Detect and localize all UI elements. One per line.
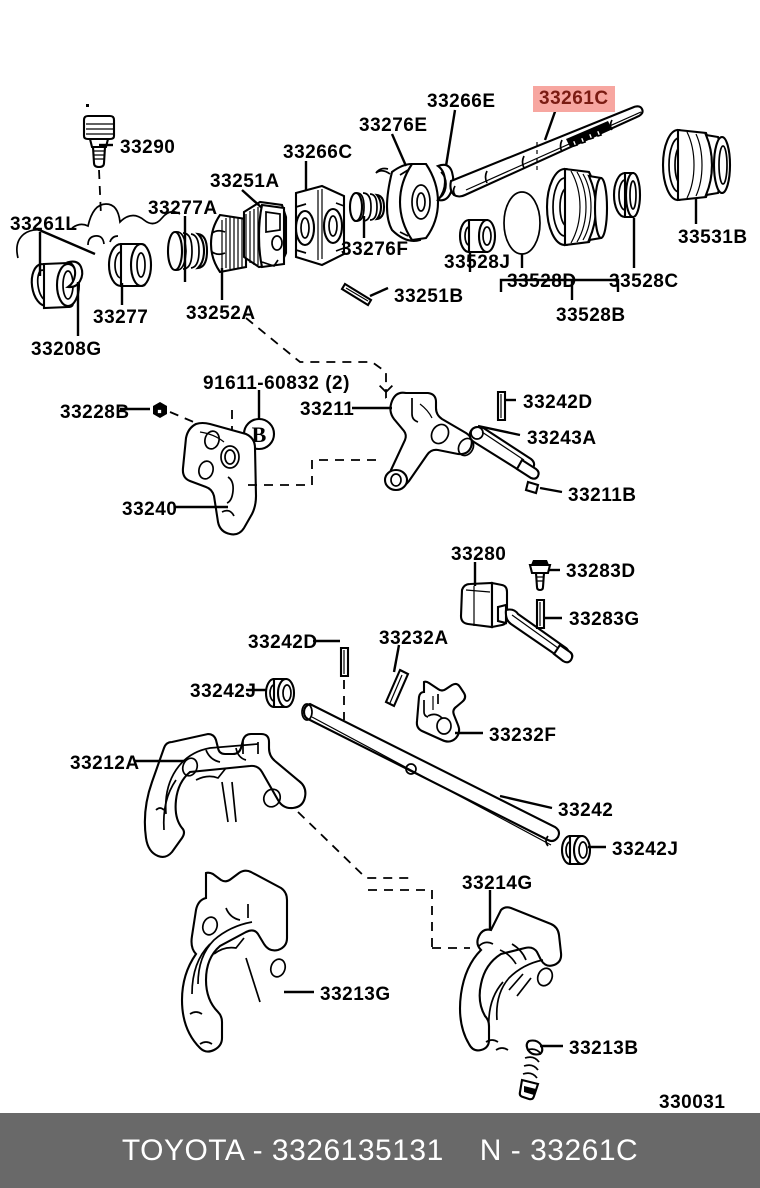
callout-33283d[interactable]: 33283D (566, 561, 636, 582)
part-33283D-shape (528, 560, 552, 592)
part-33528B-shape (545, 167, 609, 247)
part-33266C-shape (294, 184, 346, 267)
callout-33214g[interactable]: 33214G (462, 873, 533, 894)
part-33232F-shape (415, 680, 467, 743)
callout-33531b[interactable]: 33531B (678, 227, 748, 248)
leader-dash-33240-33211 (248, 459, 382, 486)
diagram-code: 330031 (659, 1092, 726, 1113)
callout-33528c[interactable]: 33528C (609, 271, 679, 292)
footer-bar: TOYOTA - 3326135131 N - 33261C (0, 1113, 760, 1188)
part-33266E-shape (435, 163, 455, 202)
callout-33528d[interactable]: 33528D (507, 271, 577, 292)
svg-text:B: B (252, 422, 267, 447)
callout-33251b[interactable]: 33251B (394, 286, 464, 307)
part-33277A-shape (166, 230, 209, 272)
callout-33211[interactable]: 33211 (300, 399, 355, 420)
callout-33528b[interactable]: 33528B (556, 305, 626, 326)
callout-33266c[interactable]: 33266C (283, 142, 353, 163)
part-33280-shape (459, 581, 574, 664)
leader-dash-33228B (169, 411, 197, 424)
part-33251B-shape (340, 282, 373, 307)
part-33232A-shape (384, 668, 410, 708)
part-33290-shape (82, 104, 116, 169)
part-33528J-shape (458, 218, 497, 254)
callout-33528j[interactable]: 33528J (444, 252, 511, 273)
part-33208G-shape (65, 260, 84, 289)
part-33213B-shape (518, 1039, 544, 1101)
callout-33280[interactable]: 33280 (451, 544, 507, 565)
part-33531B-shape (661, 128, 732, 202)
part-33243A-shape (468, 425, 540, 480)
callout-33276f[interactable]: 33276F (341, 239, 409, 260)
callout-33261l[interactable]: 33261L (10, 214, 78, 235)
footer-part-number: N - 33261C (479, 1133, 639, 1167)
part-33213G-shape (180, 869, 289, 1053)
footer-brand-part: TOYOTA - 3326135131 (121, 1133, 444, 1167)
callout-33242j[interactable]: 33242J (612, 839, 679, 860)
part-33276F-shape (348, 191, 386, 223)
callout-33240[interactable]: 33240 (122, 499, 178, 520)
part-33251A-shape (242, 200, 288, 269)
callout-33232a[interactable]: 33232A (379, 628, 449, 649)
callout-33242j[interactable]: 33242J (190, 681, 257, 702)
callout-33242d[interactable]: 33242D (523, 392, 593, 413)
part-33228B-shape (153, 402, 167, 418)
callout-33208g[interactable]: 33208G (31, 339, 102, 360)
callout-33212a[interactable]: 33212A (70, 753, 140, 774)
part-33240-shape (181, 421, 258, 536)
callout-33266e[interactable]: 33266E (427, 91, 496, 112)
callout-33243a[interactable]: 33243A (527, 428, 597, 449)
leader-dash-33290 (98, 169, 102, 217)
part-33242-shape (301, 702, 561, 847)
part-33242D-a-shape (496, 390, 507, 422)
leader-dash-33252A (245, 317, 397, 409)
callout-33283g[interactable]: 33283G (569, 609, 640, 630)
callout-33276e[interactable]: 33276E (359, 115, 428, 136)
leader-lines (36, 105, 698, 1048)
part-33261L-shape (16, 228, 81, 310)
part-33528D-shape (503, 191, 541, 255)
callout-33251a[interactable]: 33251A (210, 171, 280, 192)
callout-33242d[interactable]: 33242D (248, 632, 318, 653)
part-33211-shape (383, 391, 475, 492)
callout-33261c[interactable]: 33261C (533, 86, 615, 112)
callout-33290[interactable]: 33290 (120, 137, 176, 158)
callout-33277a[interactable]: 33277A (148, 198, 218, 219)
callout-33213b[interactable]: 33213B (569, 1038, 639, 1059)
part-33528C-shape (612, 171, 642, 219)
callout-33252a[interactable]: 33252A (186, 303, 256, 324)
part-33212A-shape (143, 732, 307, 858)
callout-33277[interactable]: 33277 (93, 307, 149, 328)
part-33211B-shape (524, 480, 540, 495)
part-33242J-a-shape (264, 677, 296, 709)
leader-dash-fork-rod (368, 889, 433, 948)
part-33283G-shape (535, 598, 546, 630)
callout-33232f[interactable]: 33232F (489, 725, 557, 746)
part-33214G-shape (458, 906, 563, 1052)
part-33261C-shape (449, 105, 644, 198)
part-33242D-b-shape (339, 646, 350, 678)
rail-outline-top (71, 203, 181, 246)
part-33252A-shape (209, 213, 248, 274)
callout-33211b[interactable]: 33211B (568, 485, 637, 506)
part-33242J-b-shape (560, 834, 592, 866)
callout-91611-60832-2-[interactable]: 91611-60832 (2) (203, 373, 350, 394)
part-33276E-shape (375, 162, 440, 242)
callout-33228b[interactable]: 33228B (60, 402, 130, 423)
leader-dash-33212A (297, 811, 414, 879)
part-33277-shape (107, 242, 153, 288)
callout-33242[interactable]: 33242 (558, 800, 614, 821)
callout-33213g[interactable]: 33213G (320, 984, 391, 1005)
